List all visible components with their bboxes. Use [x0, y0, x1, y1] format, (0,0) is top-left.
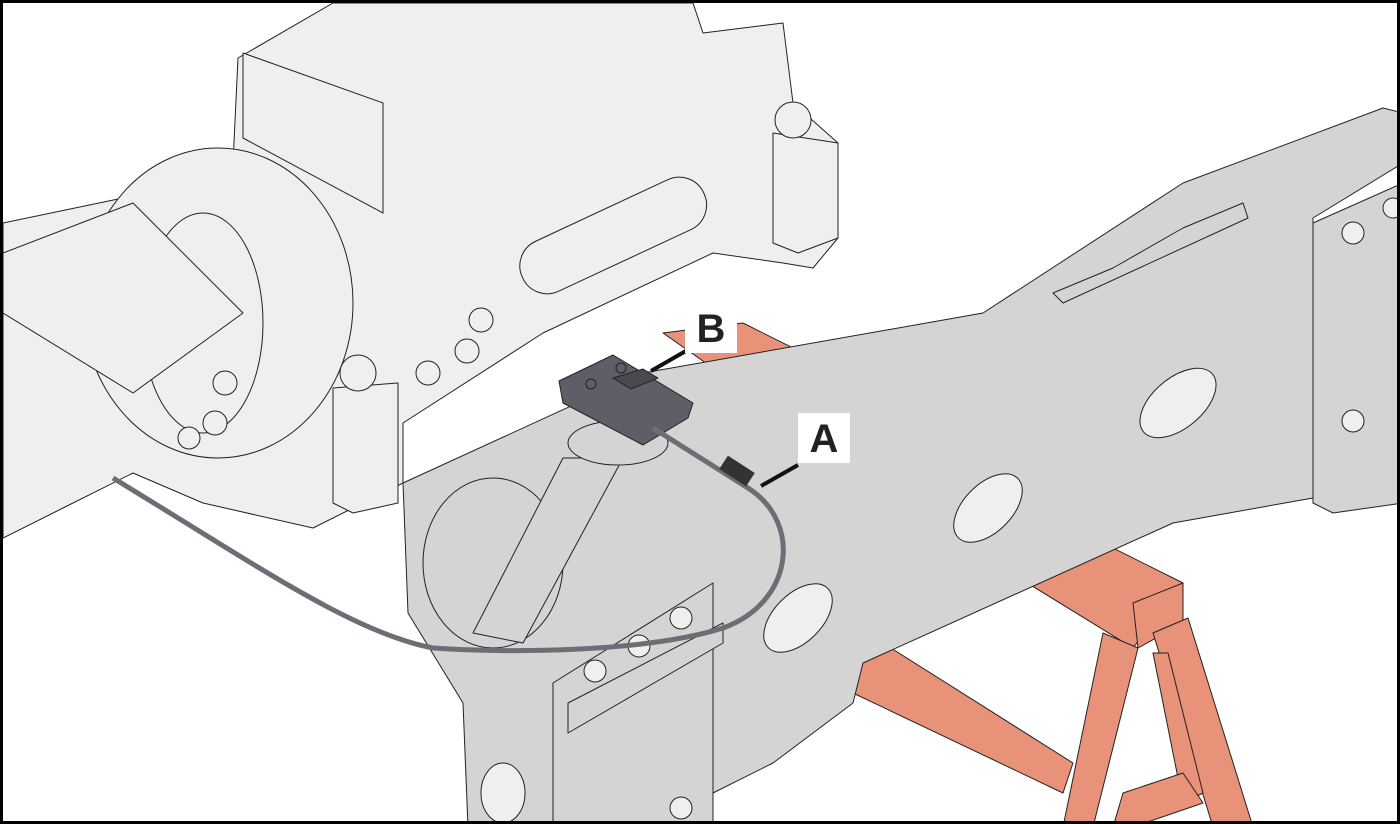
sensor-device [558, 354, 694, 466]
bolts [177, 101, 1397, 820]
leader-line-b [650, 346, 692, 373]
leader-line-a [760, 463, 799, 488]
callout-label-a: A [798, 413, 850, 463]
cable-connector [719, 455, 755, 487]
technical-drawing [3, 3, 1397, 821]
callout-label-b: B [685, 303, 737, 353]
axle-housing [3, 3, 1397, 820]
sensor-cable [111, 425, 786, 654]
